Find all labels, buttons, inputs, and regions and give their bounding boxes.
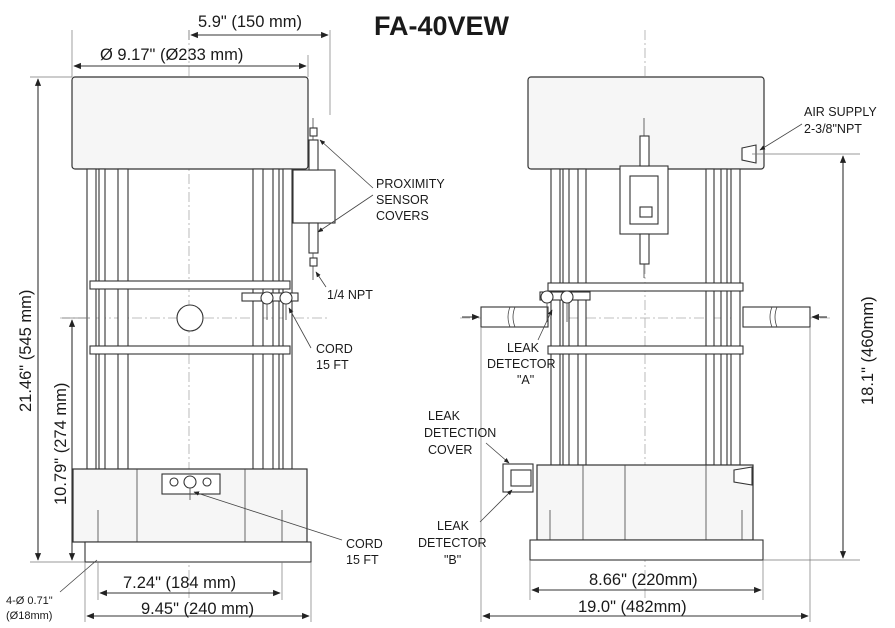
- proximity-sensor-housing: [292, 169, 336, 224]
- cord-upper-leader: [288, 307, 312, 349]
- dim-height-total-label: 21.46" (545 mm): [17, 290, 35, 412]
- holes-label-line2: (Ø18mm): [6, 610, 52, 622]
- side-pipe-left: [480, 306, 549, 328]
- side-sensor-assembly: [619, 118, 669, 278]
- dim-side-height-label: 18.1" (460mm): [859, 296, 877, 405]
- leak-b-label-line1: LEAK: [437, 519, 470, 533]
- air-supply-leader: [759, 123, 803, 151]
- proximity-leader-2: [317, 194, 374, 233]
- proximity-leader-1: [319, 139, 374, 189]
- npt-leader: [315, 271, 327, 288]
- front-port-circle: [176, 304, 204, 332]
- leak-cover-label-line3: COVER: [428, 443, 472, 457]
- holes-label-line1: 4-Ø 0.71": [6, 595, 53, 607]
- dim-bolt-spacing-label: 7.24" (184 mm): [123, 574, 236, 592]
- leak-cover-label-line2: DETECTION: [424, 426, 496, 440]
- dim-offset-label: 5.9" (150 mm): [198, 13, 302, 31]
- front-base-cord-fitting: [161, 473, 221, 500]
- dim-diameter-label: Ø 9.17" (Ø233 mm): [100, 46, 243, 64]
- dim-side-base-label: 8.66" (220mm): [589, 571, 698, 589]
- side-cross-plate-upper: [547, 282, 744, 292]
- cord-lower-leader: [193, 491, 343, 541]
- leak-a-label-line3: "A": [517, 373, 534, 387]
- cord-lower-label-line2: 15 FT: [346, 553, 379, 567]
- leak-a-leader: [537, 309, 553, 341]
- side-base-fitting: [733, 466, 753, 486]
- npt-label: 1/4 NPT: [327, 288, 373, 302]
- front-base-plate: [84, 541, 312, 563]
- proximity-label-line3: COVERS: [376, 209, 429, 223]
- side-rods: [550, 168, 741, 466]
- front-cord-fittings: [241, 291, 299, 320]
- drawing-title: FA-40VEW: [374, 11, 510, 41]
- front-view: 5.9" (150 mm) Ø 9.17" (Ø233 mm) 21.46" (…: [6, 13, 445, 622]
- leak-a-label-line2: DETECTOR: [487, 357, 556, 371]
- leak-b-leader: [479, 489, 513, 523]
- proximity-label-line2: SENSOR: [376, 193, 429, 207]
- air-supply-label-line2: 2-3/8"NPT: [804, 122, 862, 136]
- holes-leader: [59, 559, 98, 593]
- side-base-block: [536, 464, 754, 541]
- side-view: 18.1" (460mm) 8.66" (220mm) 19.0" (482mm…: [418, 30, 877, 622]
- front-top-cylinder: [71, 76, 309, 170]
- leak-cover-leader: [485, 442, 510, 464]
- side-base-plate: [529, 539, 764, 561]
- leak-b-label-line3: "B": [444, 553, 461, 567]
- side-cross-plate-lower: [547, 345, 744, 355]
- leak-cover-label-line1: LEAK: [428, 409, 461, 423]
- leak-a-label-line1: LEAK: [507, 341, 540, 355]
- cord-upper-label-line1: CORD: [316, 342, 353, 356]
- dim-overall-width-label: 19.0" (482mm): [578, 598, 687, 616]
- leak-b-label-line2: DETECTOR: [418, 536, 487, 550]
- leak-detector-a: [539, 290, 591, 322]
- air-supply-label-line1: AIR SUPPLY: [804, 105, 877, 119]
- front-cross-plate-upper: [89, 280, 291, 290]
- side-pipe-right: [742, 306, 811, 328]
- air-supply-fitting: [741, 144, 757, 164]
- proximity-sensor-upper: [308, 118, 319, 171]
- proximity-label-line1: PROXIMITY: [376, 177, 445, 191]
- proximity-sensor-lower: [308, 222, 319, 280]
- dim-base-width-label: 9.45" (240 mm): [141, 600, 254, 618]
- cord-upper-label-line2: 15 FT: [316, 358, 349, 372]
- dim-height-lower-label: 10.79" (274 mm): [52, 383, 70, 505]
- cord-lower-label-line1: CORD: [346, 537, 383, 551]
- front-cross-plate-lower: [89, 345, 291, 355]
